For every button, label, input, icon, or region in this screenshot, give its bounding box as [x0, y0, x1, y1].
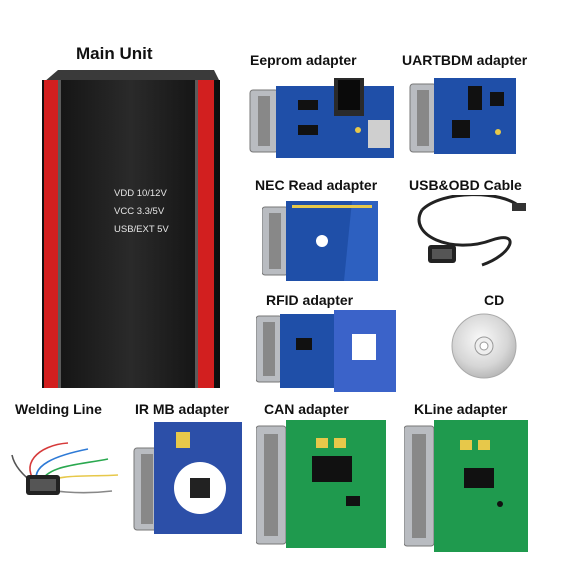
kline-adapter-label: KLine adapter: [414, 401, 508, 417]
cd-label: CD: [484, 292, 505, 308]
can-adapter-label: CAN adapter: [264, 401, 349, 417]
welding-line-image: [8, 425, 128, 505]
welding-line-label: Welding Line: [15, 401, 102, 417]
main-unit-image: VDD 10/12V VCC 3.3/5V USB/EXT 5V: [38, 68, 224, 392]
rfid-adapter-image: [256, 310, 398, 392]
main-unit-label: Main Unit: [76, 44, 153, 63]
can-adapter-image: [256, 418, 388, 553]
usb-ext-spec-text: USB/EXT 5V: [114, 224, 169, 235]
uartbdm-adapter-label: UARTBDM adapter: [402, 52, 528, 68]
nec-read-adapter-label: NEC Read adapter: [255, 177, 378, 193]
eeprom-adapter-label: Eeprom adapter: [250, 52, 357, 68]
vcc-spec-text: VCC 3.3/5V: [114, 206, 165, 217]
eeprom-adapter-image: [248, 70, 398, 165]
usb-obd-cable-label: USB&OBD Cable: [409, 177, 522, 193]
uartbdm-adapter-image: [408, 72, 518, 164]
kline-adapter-image: [404, 418, 530, 556]
nec-read-adapter-image: [262, 197, 382, 285]
vdd-spec-text: VDD 10/12V: [114, 188, 167, 199]
ir-mb-adapter-label: IR MB adapter: [135, 401, 230, 417]
usb-obd-cable-image: [412, 195, 532, 280]
ir-mb-adapter-image: [130, 418, 248, 538]
rfid-adapter-label: RFID adapter: [266, 292, 354, 308]
cd-image: [450, 312, 518, 380]
